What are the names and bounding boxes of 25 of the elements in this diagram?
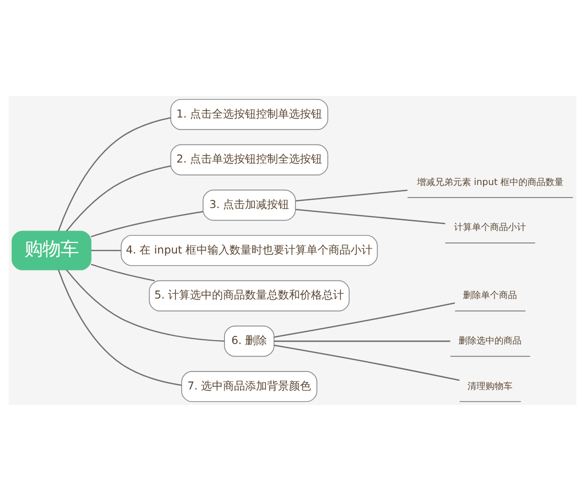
connector (66, 164, 171, 232)
connector (66, 268, 224, 342)
connector (58, 116, 171, 231)
connector (58, 269, 182, 386)
connector (90, 263, 155, 281)
node-text: 计算单个商品小计 (454, 222, 526, 233)
node-box: 1. 点击全选按钮控制单选按钮 (170, 98, 328, 130)
node-box: 购物车 (12, 230, 92, 270)
connector (91, 249, 121, 251)
connector (274, 340, 450, 342)
node-text: 删除选中的商品 (458, 335, 522, 346)
connector (296, 189, 408, 201)
connector (274, 344, 460, 380)
connector (90, 210, 204, 237)
node-box: 6. 删除 (224, 325, 274, 356)
node-text: 删除单个商品 (463, 290, 518, 301)
connector (296, 208, 446, 224)
node-box: 2. 点击单选按钮控制全选按钮 (170, 144, 328, 175)
node-box: 5. 计算选中的商品数量总数和价格总计 (148, 280, 350, 311)
node-box: 7. 选中商品添加背景颜色 (181, 370, 318, 402)
node-box: 3. 点击加减按钮 (202, 189, 296, 220)
node-box: 4. 在 input 框中输入数量时也要计算单个商品小计 (120, 234, 378, 266)
node-text: 增减兄弟元素 input 框中的商品数量 (416, 176, 564, 188)
connector (274, 302, 455, 338)
node-text: 清理购物车 (468, 380, 513, 392)
